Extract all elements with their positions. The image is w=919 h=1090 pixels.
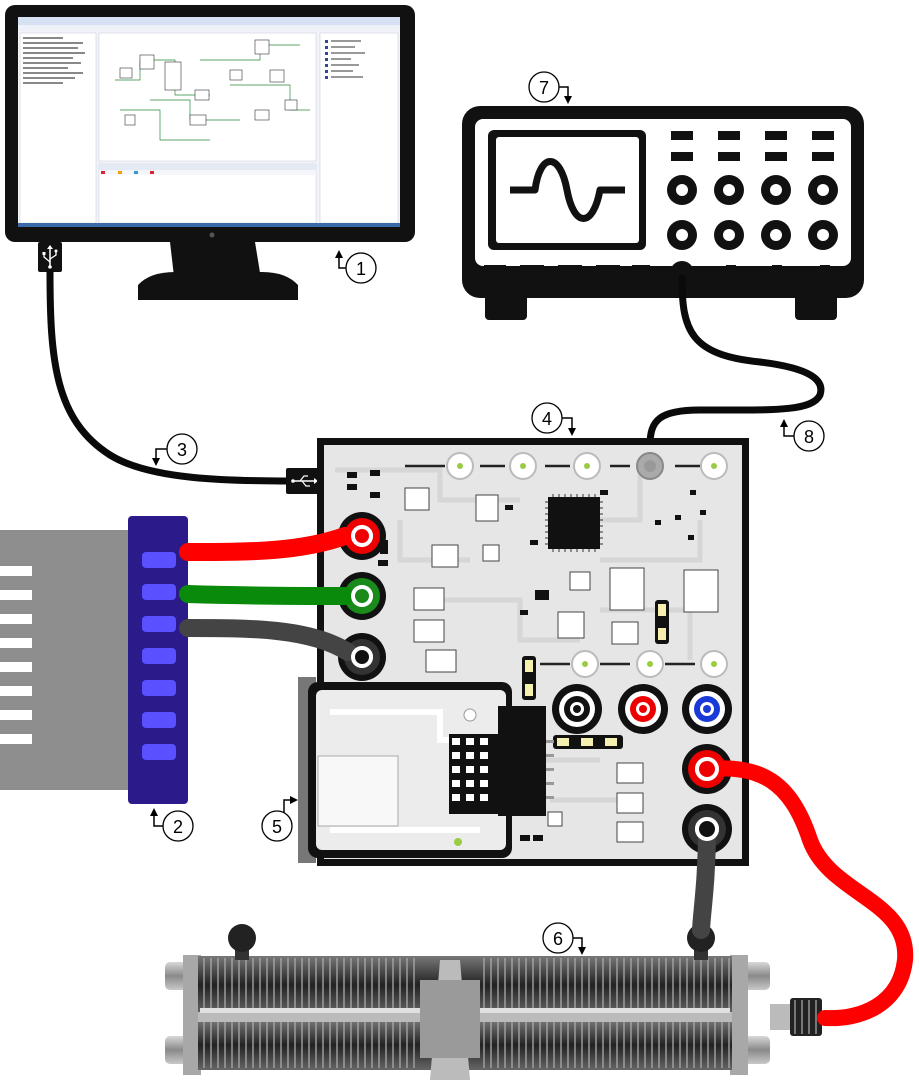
probe-cable: [646, 274, 825, 449]
wire-output-black: [692, 820, 716, 939]
heatsink-module: [298, 677, 554, 863]
callout-number: 2: [173, 817, 183, 837]
usb-plug-monitor: [38, 242, 62, 272]
jumpers: [522, 600, 669, 749]
control-board: [317, 438, 749, 866]
usb-icon: [42, 245, 58, 269]
jack-red: [618, 684, 668, 734]
wire-green: [179, 585, 354, 605]
test-points-top: [446, 452, 728, 480]
jack-black: [552, 684, 602, 734]
callout-number: 8: [804, 427, 814, 447]
callout-1: 1: [335, 250, 377, 284]
callout-3: 3: [152, 433, 198, 466]
callout-number: 7: [539, 78, 549, 98]
sine-wave-icon: [510, 158, 625, 222]
callout-5: 5: [261, 796, 298, 842]
header-pins: [449, 734, 554, 814]
wire-red: [179, 527, 354, 561]
wire-gray: [179, 619, 357, 661]
wire-output-red: [699, 760, 914, 1027]
oscilloscope: [462, 106, 864, 320]
jack-blue: [682, 684, 732, 734]
power-supply: [0, 516, 188, 804]
callout-labels: 1 2 3 4 5 6: [150, 71, 825, 955]
callout-2: 2: [150, 808, 194, 842]
callout-4: 4: [531, 402, 576, 436]
usb-plug-board: [286, 468, 322, 494]
callout-number: 3: [177, 440, 187, 460]
oscilloscope-probe-port: [670, 261, 694, 285]
callout-number: 4: [542, 409, 552, 429]
callout-7: 7: [528, 71, 572, 104]
callout-number: 6: [553, 929, 563, 949]
rheostat: [165, 924, 822, 1080]
callout-number: 1: [356, 259, 366, 279]
usb-cable: [46, 268, 294, 485]
oscilloscope-knobs: [667, 175, 838, 250]
callout-number: 5: [272, 817, 282, 837]
callout-6: 6: [542, 922, 586, 955]
callout-8: 8: [780, 419, 825, 452]
monitor: [5, 5, 415, 300]
